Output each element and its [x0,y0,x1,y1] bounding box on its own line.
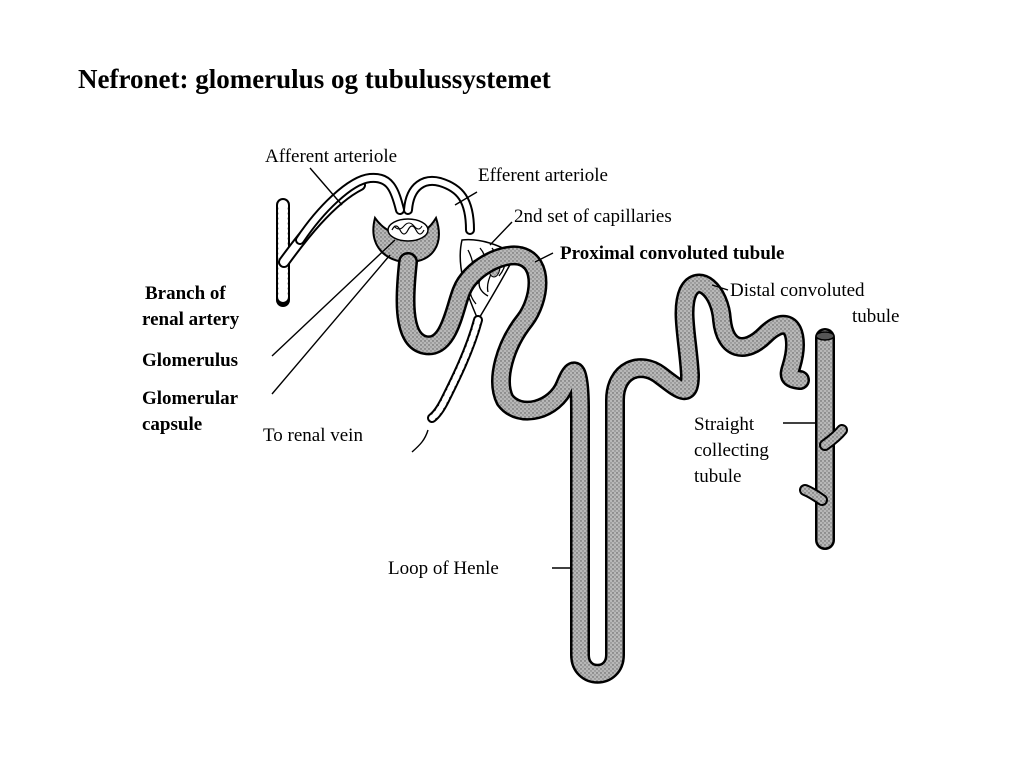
label-collecting-2: collecting [694,440,769,461]
label-capsule-1: Glomerular [142,388,239,409]
label-proximal-tubule: Proximal convoluted tubule [560,243,785,264]
slide-title: Nefronet: glomerulus og tubulussystemet [78,64,551,94]
label-afferent-arteriole: Afferent arteriole [265,146,397,167]
afferent-arteriole [295,172,405,245]
label-collecting-1: Straight [694,414,755,435]
label-renal-vein: To renal vein [263,425,363,446]
glomerulus [387,218,429,242]
label-capsule-2: capsule [142,414,202,435]
label-collecting-3: tubule [694,466,742,487]
label-distal-tubule-1: Distal convoluted [730,280,865,301]
renal-tubule [395,245,810,684]
collecting-duct [799,328,848,550]
renal-artery-branch [276,179,366,307]
leader-lines [271,167,815,569]
label-loop-of-henle: Loop of Henle [388,558,499,579]
label-distal-tubule-2: tubule [852,306,900,327]
efferent-arteriole [403,176,475,235]
label-glomerulus: Glomerulus [142,350,238,371]
label-branch-1: Branch of [145,283,226,304]
renal-vein [427,315,483,423]
label-efferent-arteriole: Efferent arteriole [478,165,608,186]
label-branch-2: renal artery [142,309,240,330]
label-2nd-capillaries: 2nd set of capillaries [514,206,672,227]
